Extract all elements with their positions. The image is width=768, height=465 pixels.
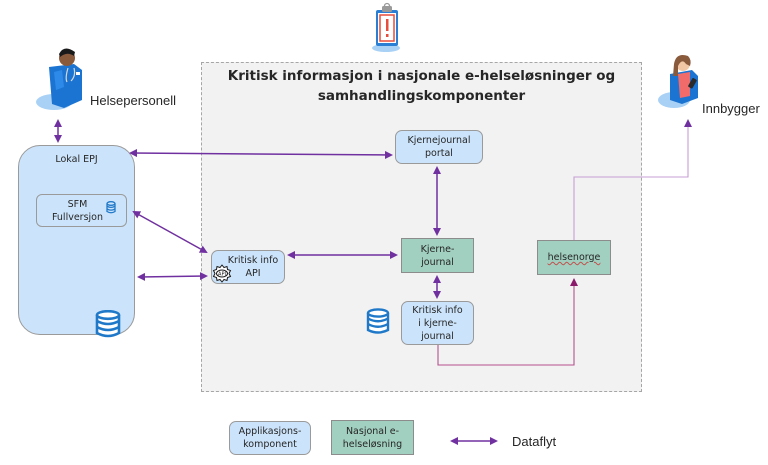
helsenorge-box[interactable]: helsenorge (537, 240, 611, 275)
kjernejournal-box[interactable]: Kjerne- journal (401, 238, 474, 273)
sfm-fullversjon-box[interactable]: SFM Fullversjon (36, 194, 127, 227)
svg-text:API: API (218, 272, 226, 278)
legend-national-box: Nasjonal e- helseløsning (331, 420, 414, 455)
helsenorge-label: helsenorge (547, 252, 601, 263)
legend-application-box: Applikasjons- komponent (229, 421, 311, 455)
legend-national-line-1: Nasjonal e- (345, 425, 400, 437)
lokal-epj-label: Lokal EPJ (55, 154, 98, 165)
legend-dataflow-arrow-icon (450, 437, 498, 445)
doctor-icon (36, 48, 82, 110)
kritisk-info-api-line-1: Kritisk info (227, 255, 279, 266)
area-title: Kritisk informasjon i nasjonale e-helsel… (201, 66, 642, 106)
lokal-epj-database-icon (95, 310, 121, 338)
edge-epj-portal (129, 149, 393, 159)
sfm-database-icon (106, 201, 116, 214)
innbygger-label: Innbygger (702, 101, 760, 116)
api-gear-icon: API (212, 264, 232, 283)
edge-helsenorge-innbygger (573, 119, 692, 240)
kjernejournal-portal-box[interactable]: Kjernejournal portal (395, 130, 483, 164)
citizen-with-phone-icon (658, 55, 698, 108)
kjernejournal-line-1: Kjerne- (420, 243, 455, 255)
lokal-epj-box[interactable] (18, 145, 135, 335)
legend-dataflow-label: Dataflyt (512, 434, 557, 449)
edge-epj-api (137, 272, 208, 281)
kritisk-info-kj-line-2: i kjerne- (418, 317, 457, 329)
kritisk-info-kj-line-3: journal (421, 330, 454, 342)
sfm-line-1: SFM (67, 198, 88, 210)
kritisk-info-kjernejournal-box[interactable]: Kritisk info i kjerne- journal (401, 301, 474, 345)
edge-kritiskinfo-helsenorge (437, 278, 578, 366)
area-title-line-1: Kritisk informasjon i nasjonale e-helsel… (227, 68, 616, 84)
area-title-line-2: samhandlingskomponenter (317, 88, 526, 104)
legend-application-line-2: komponent (243, 439, 297, 450)
kritisk-info-kj-line-1: Kritisk info (412, 304, 463, 316)
legend-national-line-2: helseløsning (342, 438, 403, 450)
kritisk-info-api-line-2: API (245, 268, 261, 279)
sfm-line-2: Fullversjon (51, 211, 104, 223)
kjernejournal-portal-line-2: portal (425, 148, 453, 159)
helsepersonell-label: Helsepersonell (90, 93, 176, 108)
legend-application-line-1: Applikasjons- (238, 426, 302, 437)
kritisk-info-api-box[interactable]: Kritisk info API (211, 250, 285, 284)
kritisk-info-database-icon (366, 308, 390, 334)
clipboard-alert-icon (372, 2, 400, 52)
kjernejournal-portal-line-1: Kjernejournal (407, 135, 471, 146)
edge-sfm-api (132, 211, 208, 253)
kjernejournal-line-2: journal (421, 256, 454, 268)
